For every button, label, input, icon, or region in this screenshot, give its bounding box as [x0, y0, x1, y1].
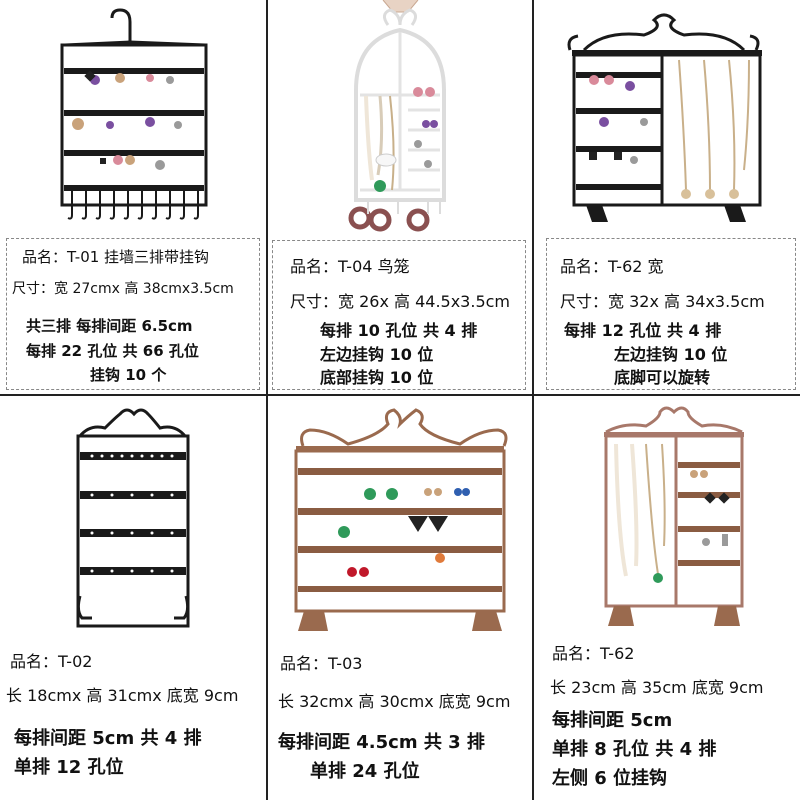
product-spec-line: 每排间距 5cm: [552, 710, 673, 731]
product-name: 品名：T-01 挂墙三排带挂钩: [22, 248, 210, 266]
product-name: 品名：T-62 宽: [560, 257, 664, 276]
product-name: 品名：T-03: [280, 654, 363, 673]
product-spec-line: 底部挂钩 10 位: [320, 368, 434, 387]
grid-horizontal-middle: [0, 394, 800, 396]
spec-box-t04: [272, 240, 526, 390]
product-spec-line: 单排 12 孔位: [14, 757, 124, 778]
product-spec-line: 左侧 6 位挂钩: [552, 768, 668, 789]
product-name: 品名：T-04 鸟笼: [290, 257, 410, 276]
product-cell-t62: 品名：T-62 长 23cm 高 35cm 底宽 9cm 每排间距 5cm 单排…: [534, 396, 800, 800]
product-cell-t03: 品名：T-03 长 32cmx 高 30cmx 底宽 9cm 每排间距 4.5c…: [268, 396, 532, 800]
product-name: 品名：T-02: [10, 652, 93, 671]
product-size: 长 18cmx 高 31cmx 底宽 9cm: [6, 686, 239, 705]
product-cell-t04: 品名：T-04 鸟笼 尺寸：宽 26x 高 44.5x3.5cm 每排 10 孔…: [268, 0, 532, 394]
product-spec-line: 单排 24 孔位: [310, 761, 420, 782]
product-size: 长 32cmx 高 30cmx 底宽 9cm: [278, 692, 511, 711]
product-spec-line: 单排 8 孔位 共 4 排: [552, 739, 717, 760]
product-spec-line: 每排 12 孔位 共 4 排: [564, 321, 722, 340]
grid-vertical-left: [266, 0, 268, 800]
product-spec-line: 底脚可以旋转: [614, 368, 711, 387]
product-cell-t02: 品名：T-02 长 18cmx 高 31cmx 底宽 9cm 每排间距 5cm …: [0, 396, 266, 800]
product-spec-line: 每排间距 4.5cm 共 3 排: [278, 732, 485, 753]
product-photo-t02: [76, 408, 190, 628]
product-spec-line: 每排 10 孔位 共 4 排: [320, 321, 478, 340]
product-spec-line: 左边挂钩 10 位: [320, 345, 434, 364]
grid-vertical-right: [532, 0, 534, 800]
product-photo-t04: [348, 0, 446, 232]
product-photo-t01: [60, 8, 208, 220]
product-size: 长 23cm 高 35cm 底宽 9cm: [550, 678, 764, 697]
product-size: 尺寸：宽 32x 高 34x3.5cm: [560, 292, 765, 311]
product-photo-t03: [294, 408, 508, 631]
product-spec-line: 左边挂钩 10 位: [614, 345, 728, 364]
spec-box-t01: [6, 238, 260, 390]
product-spec-line: 每排间距 5cm 共 4 排: [14, 728, 202, 749]
product-cell-t01: 品名：T-01 挂墙三排带挂钩 尺寸：宽 27cmx 高 38cmx3.5cm …: [0, 0, 266, 394]
product-name: 品名：T-62: [552, 644, 635, 663]
product-spec-line: 挂钩 10 个: [90, 366, 167, 384]
product-spec-line: 共三排 每排间距 6.5cm: [26, 317, 193, 335]
product-spec-line: 每排 22 孔位 共 66 孔位: [26, 342, 199, 360]
product-photo-t62: [604, 406, 744, 626]
product-photo-t62-wide: [567, 13, 762, 222]
product-cell-t62-wide: 品名：T-62 宽 尺寸：宽 32x 高 34x3.5cm 每排 12 孔位 共…: [534, 0, 800, 394]
product-size: 尺寸：宽 27cmx 高 38cmx3.5cm: [12, 281, 234, 297]
spec-box-t62-wide: [546, 238, 796, 390]
product-size: 尺寸：宽 26x 高 44.5x3.5cm: [290, 292, 511, 311]
